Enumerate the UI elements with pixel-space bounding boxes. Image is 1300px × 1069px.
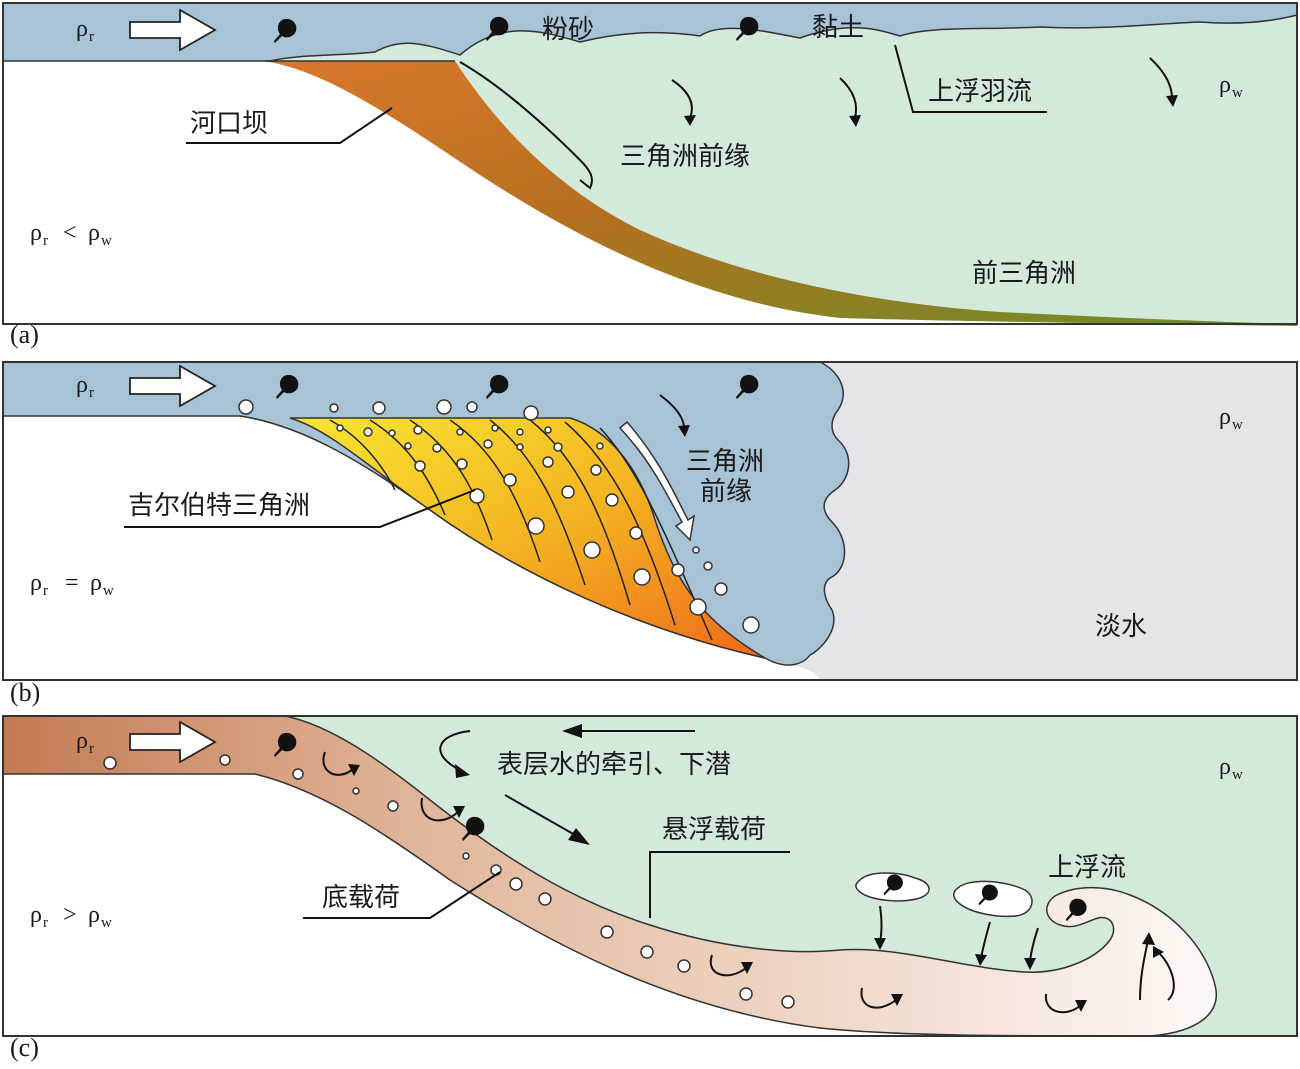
delta-front-label-2: 前缘 <box>700 477 752 507</box>
svg-text:w: w <box>101 233 112 249</box>
svg-text:ρ: ρ <box>1219 754 1231 780</box>
svg-text:=: = <box>65 570 79 596</box>
svg-text:w: w <box>103 583 114 599</box>
mouth-bar-label: 河口坝 <box>190 109 268 139</box>
gilbert-leader <box>124 489 476 528</box>
settling-arrow <box>659 394 685 429</box>
bed-load-grains <box>103 754 795 1009</box>
density-underflow <box>2 715 1217 1037</box>
svg-text:w: w <box>1232 767 1243 783</box>
svg-text:ρ: ρ <box>30 902 42 928</box>
svg-text:ρ: ρ <box>76 372 88 398</box>
mouth-bar-wedge <box>265 61 1297 326</box>
svg-text:w: w <box>101 915 112 931</box>
settling-arrows <box>671 57 1178 127</box>
fresh-water-label: 淡水 <box>1095 612 1147 642</box>
panel-c-land <box>3 774 1150 1036</box>
prodelta-label: 前三角洲 <box>972 259 1076 289</box>
inflow-arrow <box>129 364 217 408</box>
svg-text:r: r <box>43 233 48 249</box>
bed-load-leader <box>303 871 501 919</box>
svg-text:ρ: ρ <box>76 16 88 42</box>
svg-text:>: > <box>63 902 77 928</box>
panel-b-tag: (b) <box>10 678 40 707</box>
svg-text:r: r <box>89 741 94 757</box>
panel-a-land <box>3 61 1297 326</box>
surface-drag-arrows <box>439 724 695 845</box>
svg-text:ρ: ρ <box>1219 404 1231 430</box>
clay-label: 黏土 <box>812 13 864 43</box>
svg-text:r: r <box>43 915 48 931</box>
svg-text:w: w <box>1232 417 1243 433</box>
gilbert-delta-label: 吉尔伯特三角洲 <box>128 491 310 521</box>
svg-text:ρ: ρ <box>1219 72 1231 98</box>
delta-front-label: 三角洲前缘 <box>620 142 750 172</box>
svg-text:ρ: ρ <box>76 728 88 754</box>
delta-front-outline <box>459 61 593 190</box>
svg-text:ρ: ρ <box>30 220 42 246</box>
buoyant-plume-label: 上浮羽流 <box>928 77 1032 107</box>
bed-load-label: 底载荷 <box>322 883 400 913</box>
svg-text:w: w <box>1232 85 1243 101</box>
svg-text:ρ: ρ <box>30 570 42 596</box>
svg-text:r: r <box>89 385 94 401</box>
mouth-bar-leader <box>186 107 393 144</box>
suspended-load-label: 悬浮载荷 <box>662 815 766 845</box>
gravel-grains <box>238 399 760 634</box>
turbulence-arrows <box>322 751 1175 1014</box>
svg-text:r: r <box>43 583 48 599</box>
svg-text:<: < <box>63 220 77 246</box>
surface-drag-label: 表层水的牵引、下潜 <box>497 750 731 780</box>
buoyant-flow-label: 上浮流 <box>1048 853 1126 883</box>
foreset-flow-arrow <box>618 420 696 542</box>
silt-label: 粉砂 <box>542 15 594 45</box>
plume-leader <box>894 44 1047 113</box>
panel-c-tag: (c) <box>10 1033 39 1062</box>
inflow-arrow <box>129 8 217 52</box>
inflow-arrow <box>129 720 217 764</box>
delta-front-label-1: 三角洲 <box>686 447 764 477</box>
svg-text:ρ: ρ <box>88 220 100 246</box>
svg-text:r: r <box>89 29 94 45</box>
svg-text:ρ: ρ <box>90 570 102 596</box>
panel-b-land <box>3 416 820 680</box>
suspended-load-leader <box>649 851 790 918</box>
svg-text:ρ: ρ <box>88 902 100 928</box>
